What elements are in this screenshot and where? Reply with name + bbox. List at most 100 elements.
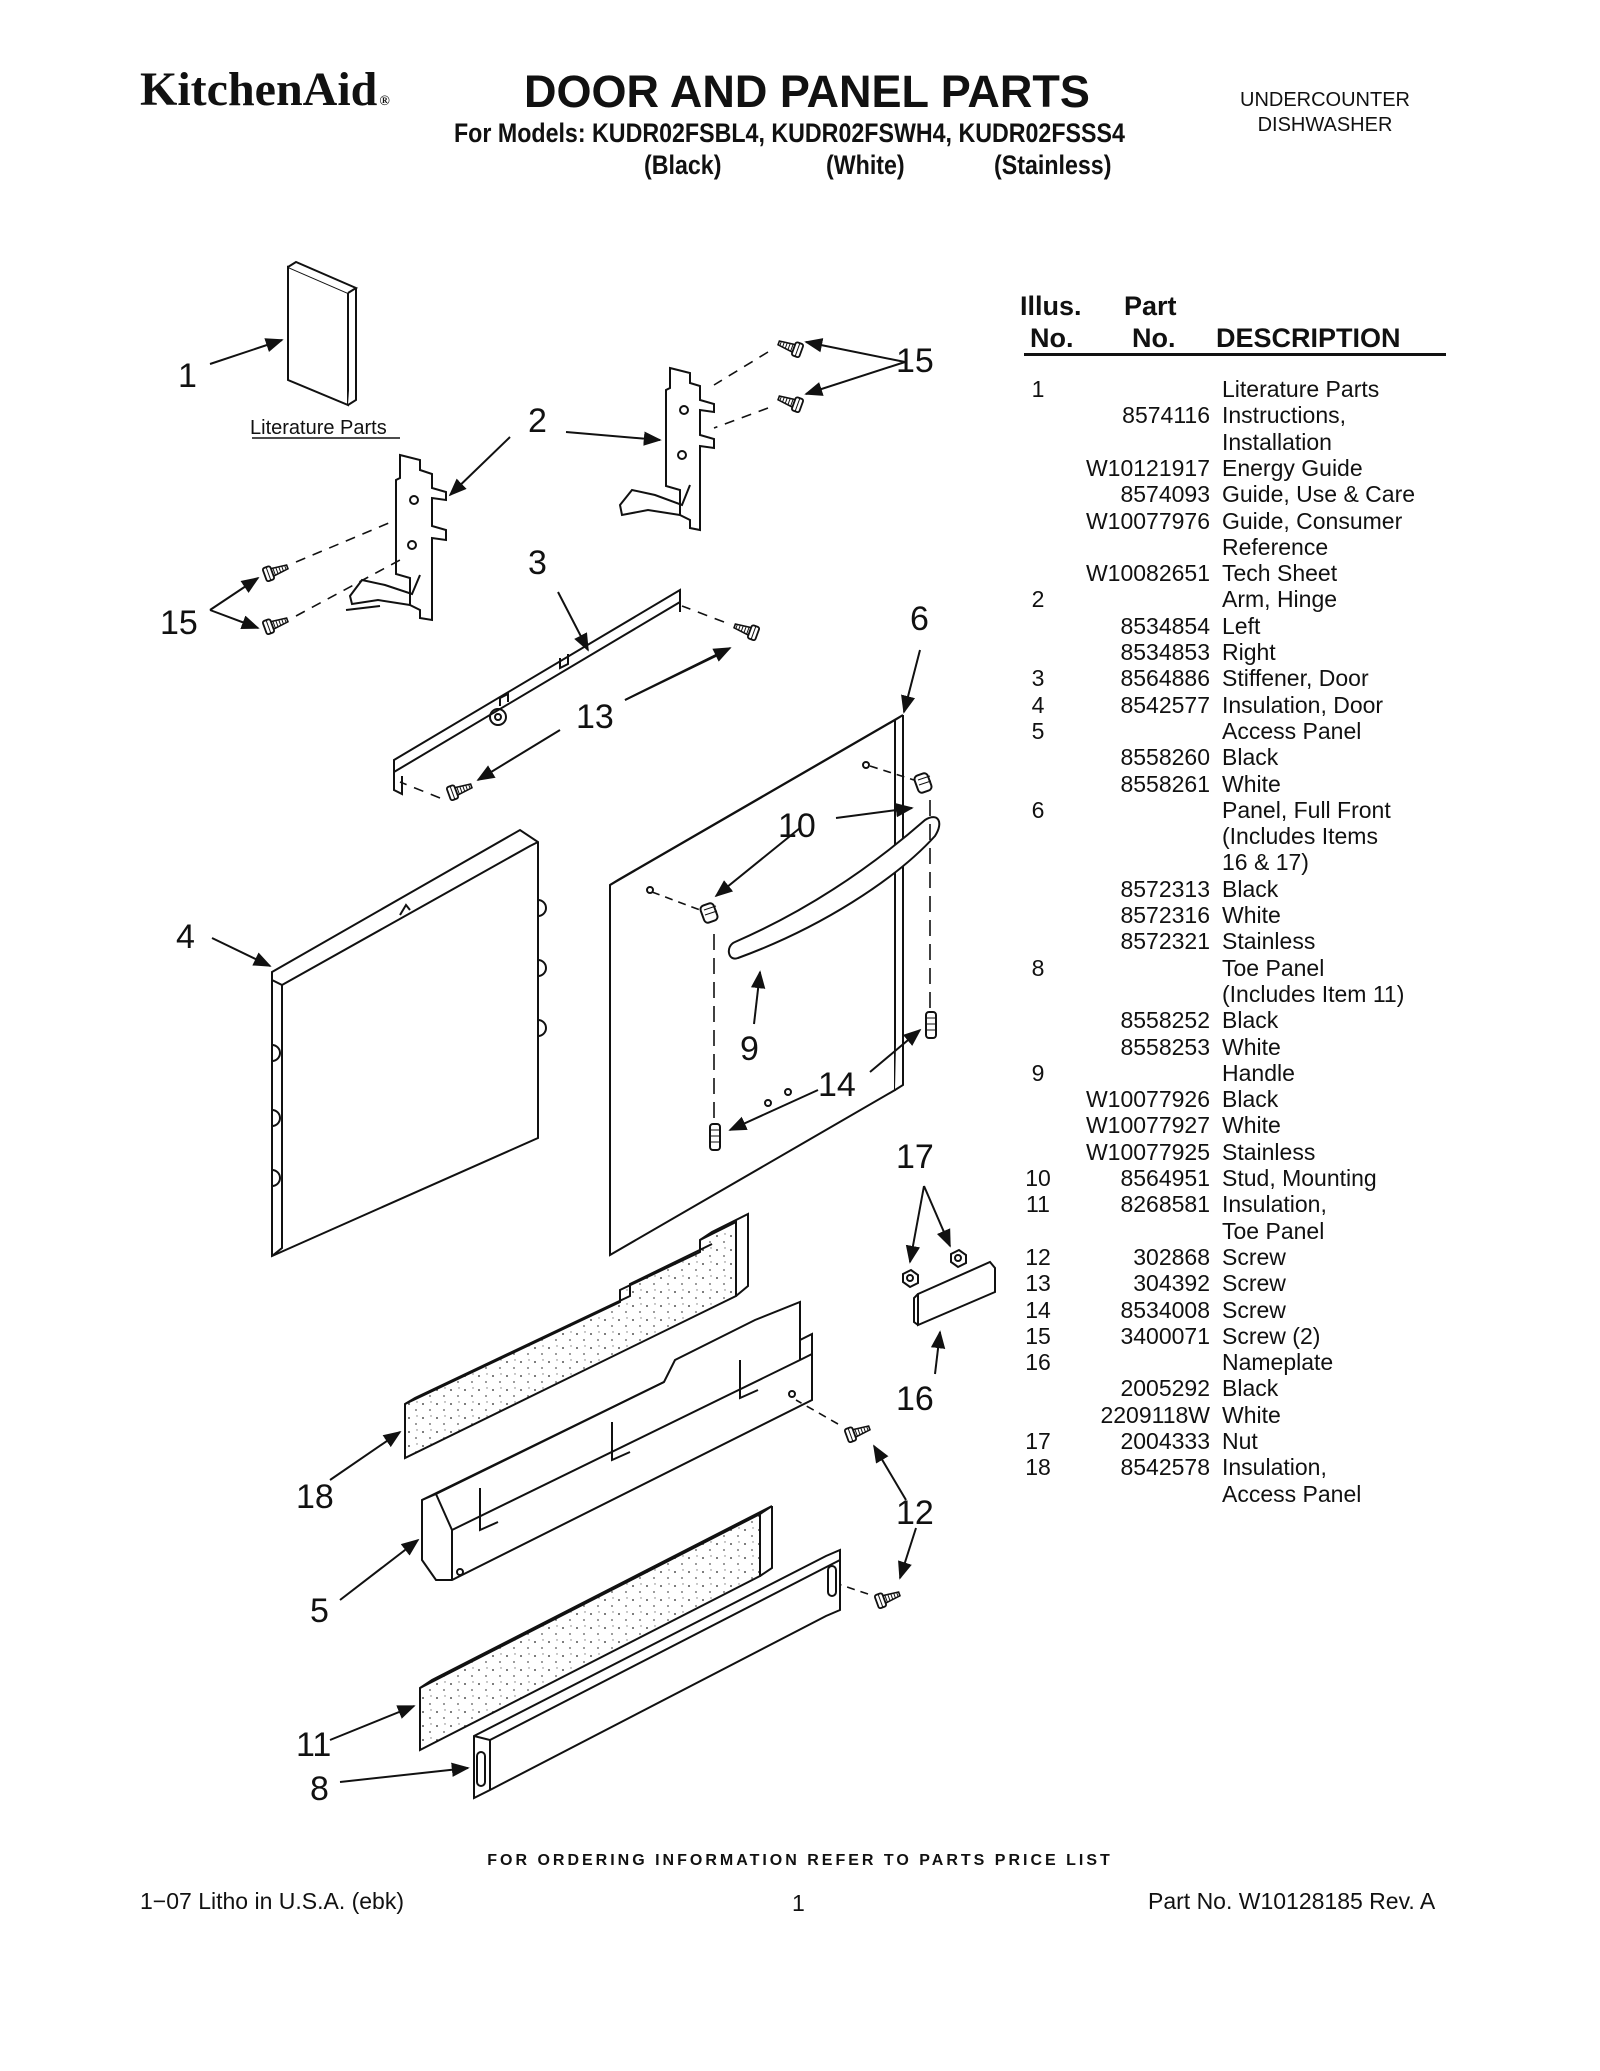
part-description: 16 & 17) [1222,849,1309,876]
part-description: Stud, Mounting [1222,1165,1377,1191]
document-part-number: Part No. W10128185 Rev. A [1148,1888,1436,1914]
part-description: Handle [1222,1059,1295,1086]
header-description: DESCRIPTION [1216,323,1401,353]
model-color-black: (Black) [644,150,722,180]
parts-row: Access Panel [1020,1481,1450,1507]
parts-row: 8534853 Right [1020,639,1450,665]
illus-number: 13 [1025,1270,1051,1297]
access-panel-insulation-drawing [404,1212,749,1460]
illus-number: 2 [1031,586,1045,613]
part-description: Tech Sheet [1222,560,1338,587]
illus-number: 1 [1031,376,1045,402]
parts-row: 8 Toe Panel [1020,955,1450,981]
part-description: White [1222,1033,1281,1060]
parts-row: 16 Nameplate [1020,1349,1450,1375]
illus-number: 4 [1031,691,1045,718]
part-description: Toe Panel [1222,954,1325,981]
parts-row: 8572321 Stainless [1020,928,1450,954]
header-illus-line2: No. [1030,323,1074,353]
part-description: Screw [1222,1296,1286,1323]
part-description: Installation [1222,428,1332,455]
part-description: Screw [1222,1243,1286,1270]
part-description: White [1222,902,1281,928]
access-panel-drawing [421,1300,813,1581]
part-number: 8572321 [1120,928,1210,955]
page-title: DOOR AND PANEL PARTS [524,66,1090,117]
part-description: Nameplate [1222,1349,1334,1376]
part-number: 8564886 [1120,665,1210,692]
part-description: Literature Parts [1222,376,1380,402]
mounting-studs-drawing [699,772,933,924]
parts-row: (Includes Item 11) [1020,981,1450,1007]
part-description: Screw [1222,1270,1286,1297]
literature-parts-drawing [287,260,359,407]
part-number: W10121917 [1085,454,1210,481]
callout-6: 6 [910,600,929,638]
illus-number: 9 [1031,1059,1045,1086]
toe-panel-insulation-drawing [419,1505,773,1752]
part-description: Left [1222,612,1261,639]
part-number: 8558261 [1120,770,1210,797]
parts-row: Toe Panel [1020,1218,1450,1244]
part-description: Black [1222,744,1279,771]
door-handle-drawing [727,816,941,960]
illus-number: 18 [1025,1454,1051,1481]
part-description: Black [1222,1007,1279,1034]
illus-number: 12 [1025,1243,1051,1270]
part-description: Nut [1222,1428,1258,1454]
part-description: White [1222,770,1281,797]
callout-3: 3 [528,544,547,582]
illus-number: 10 [1025,1165,1051,1191]
parts-row: 8534854 Left [1020,613,1450,639]
illus-number: 14 [1025,1296,1051,1323]
part-description: (Includes Item 11) [1222,980,1405,1007]
part-number: 2004333 [1120,1428,1210,1454]
callout-11: 11 [296,1726,331,1764]
illus-number: 16 [1025,1349,1051,1376]
header-part-line2: No. [1132,323,1176,353]
part-number: 2005292 [1120,1375,1210,1402]
callout-9: 9 [740,1030,759,1068]
part-number: 8534854 [1120,612,1210,639]
callout-4: 4 [176,918,195,956]
parts-row: Reference [1020,534,1450,560]
part-number: 8534853 [1120,639,1210,665]
part-description: Right [1222,639,1276,665]
door-insulation-drawing [271,828,547,1258]
illus-number: 3 [1031,665,1045,692]
part-description: Stainless [1222,928,1316,955]
callout-16: 16 [896,1380,934,1418]
full-front-panel-drawing [609,714,904,1257]
part-description: White [1222,1112,1281,1139]
header-illus-line1: Illus. [1020,291,1082,321]
illus-number: 8 [1031,954,1045,981]
callout-10: 10 [778,807,816,845]
brand-name: KitchenAid [140,63,378,116]
part-description: Screw (2) [1222,1322,1321,1349]
part-description: Arm, Hinge [1222,586,1338,613]
illus-number: 6 [1031,796,1045,823]
part-description: Stiffener, Door [1222,665,1369,692]
page-number: 1 [792,1890,805,1916]
callout-15-top: 15 [896,342,934,380]
part-description: Stainless [1222,1138,1316,1165]
part-description: Access Panel [1222,1480,1362,1507]
brand-logo: KitchenAid® [140,62,390,117]
part-description: Access Panel [1222,717,1362,744]
part-description: Instructions, [1222,402,1346,429]
part-number: 302868 [1133,1243,1210,1270]
appliance-type-line1: UNDERCOUNTER [1240,89,1410,111]
